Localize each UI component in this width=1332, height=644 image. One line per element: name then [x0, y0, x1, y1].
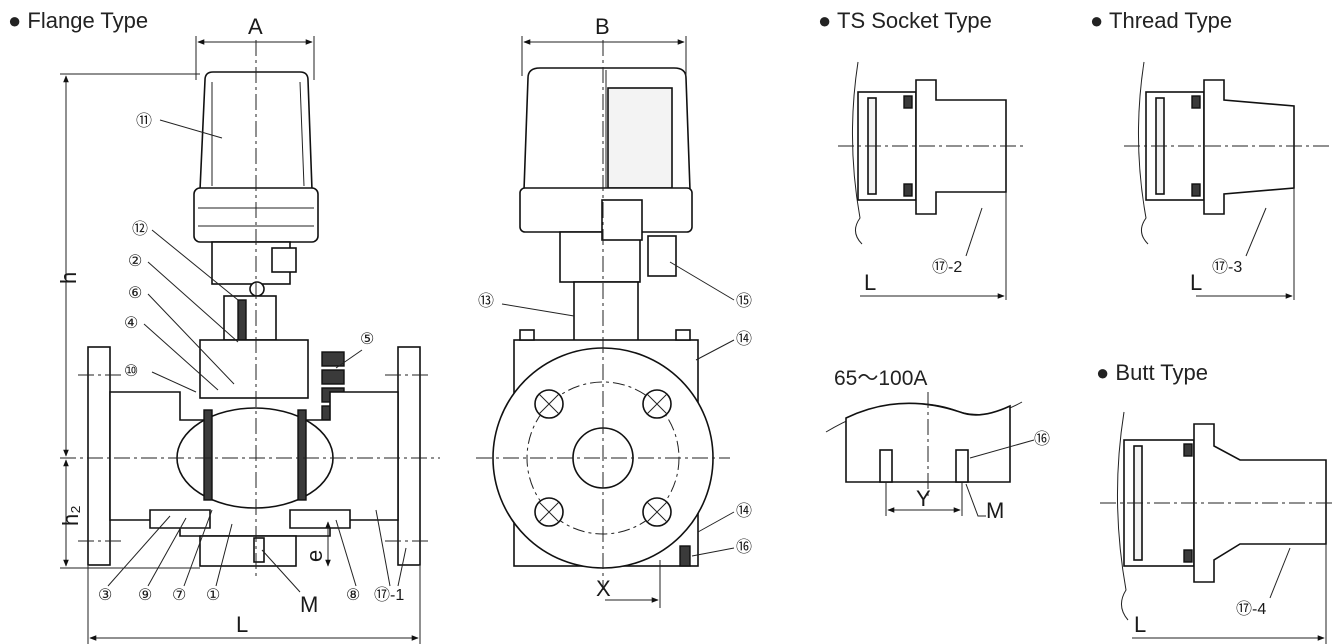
bolt-icon [249, 281, 265, 297]
callout-17-3: ⑰-3 [1212, 258, 1242, 276]
callout-17-4: ⑰-4 [1236, 600, 1266, 618]
side-view: B X ⑬ ⑮ ⑭ ⑭ ⑯ [476, 14, 752, 608]
dimension-m-label: M [300, 592, 318, 617]
bullet-icon: ● [1096, 360, 1110, 385]
callout-14-top: ⑭ [736, 330, 752, 348]
callout-6: ⑥ [128, 285, 142, 302]
dimension-h2-label: h₂ [58, 505, 83, 526]
callout-1: ① [206, 587, 220, 604]
callout-4: ④ [124, 315, 138, 332]
cable-gland [647, 235, 677, 277]
callout-16: ⑯ [736, 538, 752, 556]
detail-65-100a: Y M ⑯ [825, 392, 1050, 523]
callout-17-2: ⑰-2 [932, 258, 962, 276]
dimension-a-label: A [248, 14, 263, 39]
heading-ts-socket-type: ● TS Socket Type [818, 8, 992, 33]
callout-5: ⑤ [360, 331, 374, 348]
callout-2: ② [128, 253, 142, 270]
butt-dimension-l-label: L [1134, 612, 1146, 637]
bullet-icon: ● [8, 8, 22, 33]
callout-16-detail: ⑯ [1034, 430, 1050, 448]
heading-thread-type: ● Thread Type [1090, 8, 1233, 33]
callout-7: ⑦ [172, 587, 186, 604]
dimension-h-label: h [56, 272, 81, 284]
callout-3: ③ [98, 587, 112, 604]
detail-dimension-m-label: M [986, 498, 1004, 523]
bolt-hole-icon [534, 389, 672, 527]
base-support [199, 535, 297, 567]
size-note: 65～100A [834, 367, 928, 390]
heading-butt-type: ● Butt Type [1096, 360, 1208, 385]
callout-17-1: ⑰-1 [374, 586, 404, 604]
callout-13: ⑬ [478, 292, 494, 310]
bullet-icon: ● [1090, 8, 1104, 33]
detail-body [845, 402, 1011, 483]
dimension-e-label: e [302, 550, 327, 562]
bullet-icon: ● [818, 8, 832, 33]
callout-15: ⑮ [736, 292, 752, 310]
dimension-b-label: B [595, 14, 610, 39]
flange-type-view: A h h₂ e L M ⑪ ⑫ ② [56, 14, 440, 644]
side-stem [573, 281, 639, 343]
thread-end [1203, 79, 1295, 215]
callout-9: ⑨ [138, 587, 152, 604]
callout-8: ⑧ [346, 587, 360, 604]
callout-14-bottom: ⑭ [736, 502, 752, 520]
dimension-l-label: L [236, 612, 248, 637]
ts-socket-end [915, 79, 1007, 215]
thread-dimension-l-label: L [1190, 270, 1202, 295]
heading-flange-type: ● Flange Type [8, 8, 149, 33]
ts-dimension-l-label: L [864, 270, 876, 295]
butt-type-view: L ⑰-4 [1100, 411, 1332, 644]
ts-socket-view: L ⑰-2 [838, 61, 1026, 300]
left-flange [87, 346, 111, 566]
thread-type-view: L ⑰-3 [1124, 61, 1330, 300]
bonnet [199, 339, 309, 399]
callout-12: ⑫ [132, 220, 148, 238]
callout-11: ⑪ [136, 112, 152, 130]
dimension-x-label: X [596, 576, 611, 601]
right-flange [397, 346, 421, 566]
callout-10: ⑩ [124, 363, 138, 380]
dimension-y-label: Y [916, 486, 931, 511]
